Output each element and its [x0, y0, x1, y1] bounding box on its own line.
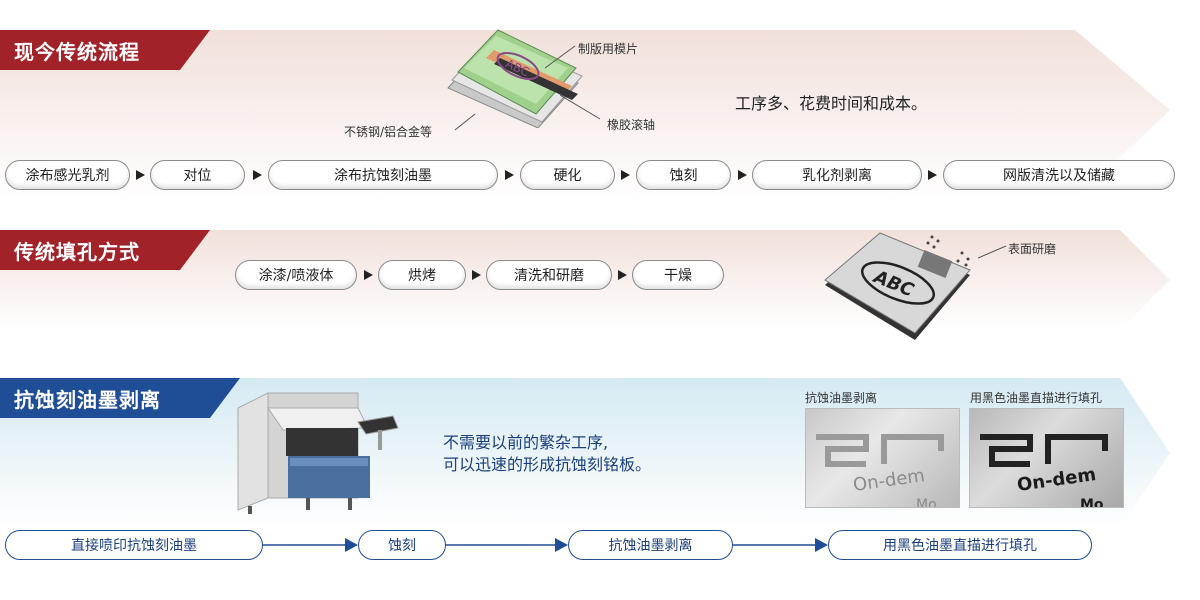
- label-steel: 不锈钢/铝合金等: [344, 125, 433, 139]
- label-plate: 制版用模片: [578, 42, 639, 56]
- play-arrow-icon: [928, 170, 937, 180]
- photo2-text-line1: On-dem: [1016, 464, 1098, 496]
- step-coat-resist: 涂布抗蚀刻油墨: [268, 160, 498, 190]
- play-arrow-icon: [136, 170, 145, 180]
- section3-summary-line1: 不需要以前的繁杂工序,: [443, 433, 609, 452]
- section3-summary-line2: 可以迅速的形成抗蚀刻铭板。: [443, 455, 652, 474]
- photo-ink-strip: On-dem Mo: [805, 408, 960, 508]
- step-dry: 干燥: [632, 260, 724, 290]
- section1-title: 现今传统流程: [0, 30, 210, 70]
- section2-title: 传统填孔方式: [0, 230, 210, 270]
- label-polish: 表面研磨: [1008, 242, 1057, 256]
- section3-flow-connectors: [262, 538, 828, 552]
- section2-title-text: 传统填孔方式: [14, 239, 140, 264]
- section1-summary: 工序多、花费时间和成本。: [735, 94, 928, 113]
- play-arrow-icon: [618, 270, 627, 280]
- play-arrow-icon: [738, 170, 747, 180]
- step-screen-clean: 网版清洗以及储藏: [943, 160, 1175, 190]
- label-roller: 橡胶滚轴: [607, 118, 656, 132]
- step-paint-spray: 涂漆/喷液体: [235, 260, 357, 290]
- section1-background: [0, 30, 1170, 200]
- photo2-engraving: On-dem Mo: [980, 434, 1108, 508]
- photo1-text-line2: Mo: [916, 497, 937, 508]
- photo1-engraving: On-dem Mo: [816, 434, 944, 508]
- section3-title-text: 抗蚀刻油墨剥离: [14, 387, 161, 412]
- step-coat-emulsion: 涂布感光乳剂: [5, 160, 130, 190]
- photo-black-fill: On-dem Mo: [969, 408, 1124, 508]
- play-arrow-icon: [364, 270, 373, 280]
- roller-leader-line: [560, 95, 601, 120]
- photo2-text-line2: Mo: [1080, 497, 1104, 508]
- step-etch: 蚀刻: [636, 160, 731, 190]
- polish-leader-line: [978, 245, 1007, 259]
- photo2-label: 用黑色油墨直描进行填孔: [970, 391, 1103, 405]
- section-traditional-process: [0, 30, 1200, 200]
- step-emulsion-strip: 乳化剂剥离: [752, 160, 922, 190]
- photo1-text-line1: On-dem: [852, 465, 926, 496]
- arrow-right-icon: [555, 538, 568, 552]
- plate-stack-icon: ABC: [447, 29, 583, 128]
- step-alignment: 对位: [150, 160, 245, 190]
- play-arrow-icon: [505, 170, 514, 180]
- step-clean-polish: 清洗和研磨: [486, 260, 612, 290]
- step-black-fill: 用黑色油墨直描进行填孔: [828, 530, 1092, 560]
- arrow-right-icon: [345, 538, 358, 552]
- steel-plate-icon: ABC: [824, 232, 971, 340]
- step-ink-strip: 抗蚀油墨剥离: [568, 530, 733, 560]
- steel-leader-line: [454, 113, 476, 131]
- section3-title: 抗蚀刻油墨剥离: [0, 378, 240, 418]
- play-arrow-icon: [253, 170, 262, 180]
- play-arrow-icon: [621, 170, 630, 180]
- printer-machine-icon: [237, 392, 399, 514]
- step-etch-new: 蚀刻: [358, 530, 446, 560]
- photo1-label: 抗蚀油墨剥离: [805, 391, 878, 405]
- play-arrow-icon: [472, 270, 481, 280]
- arrow-right-icon: [815, 538, 828, 552]
- step-harden: 硬化: [520, 160, 615, 190]
- step-direct-print: 直接喷印抗蚀刻油墨: [5, 530, 263, 560]
- section1-title-text: 现今传统流程: [14, 39, 140, 64]
- step-bake: 烘烤: [378, 260, 466, 290]
- plate-leader-line: [545, 45, 576, 69]
